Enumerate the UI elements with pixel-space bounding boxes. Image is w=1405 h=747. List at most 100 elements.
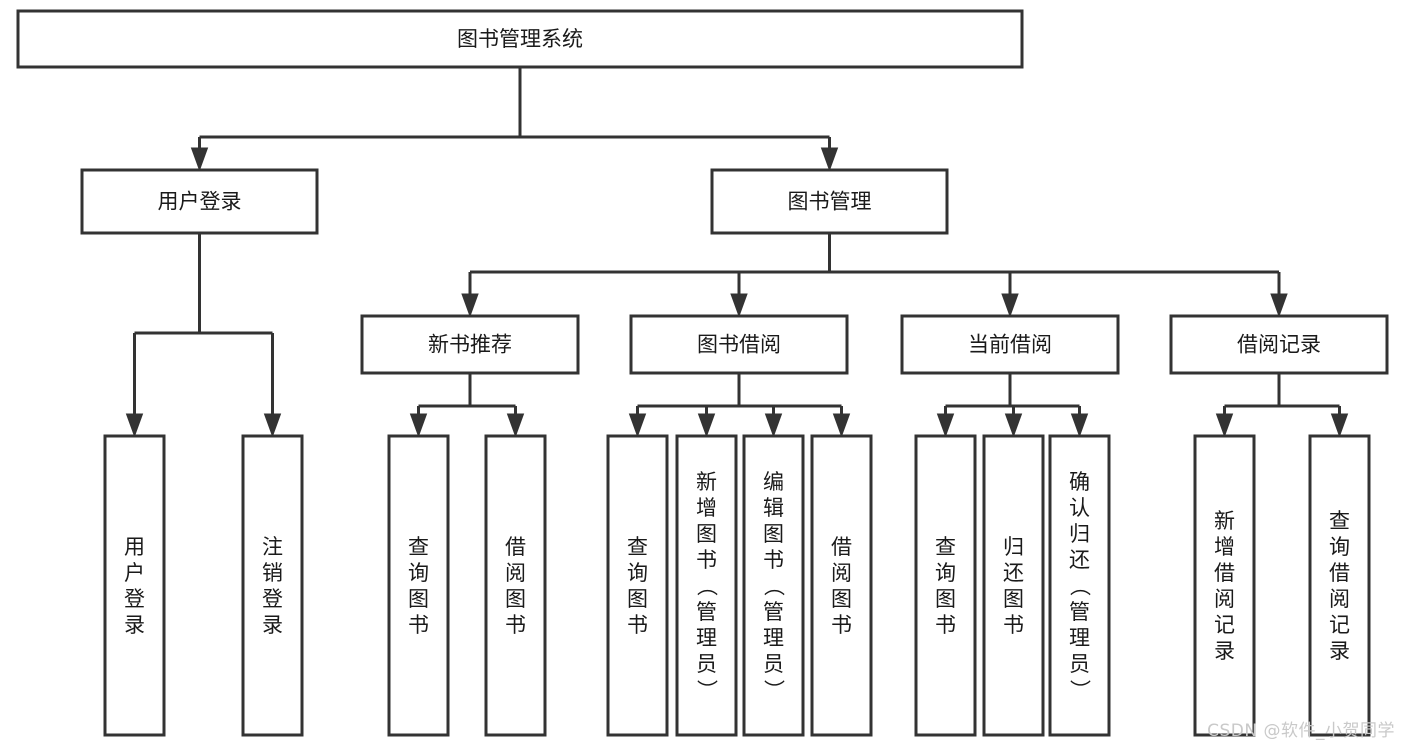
node-label-char: 认 — [1069, 496, 1090, 520]
edge-group-login — [125, 233, 282, 438]
node-label-char: 录 — [1329, 639, 1350, 663]
node-label-char: 户 — [124, 561, 145, 585]
node-label-char: 增 — [1214, 535, 1235, 559]
node-box-leaf-user-login[interactable] — [103, 434, 166, 737]
node-label-borrow: 图书借阅 — [697, 333, 781, 357]
node-box-current[interactable] — [900, 314, 1120, 375]
node-box-root[interactable] — [16, 9, 1024, 69]
node-leaf-borrow-book-2[interactable]: 借阅图书借阅图书 — [810, 434, 873, 737]
node-box-leaf-confirm-return[interactable] — [1048, 434, 1111, 737]
node-box-leaf-return-book[interactable] — [982, 434, 1045, 737]
node-box-login[interactable] — [80, 168, 319, 235]
node-label-char: 图 — [627, 587, 648, 611]
node-box-leaf-edit-book[interactable] — [742, 434, 805, 737]
node-label-current: 当前借阅 — [968, 333, 1052, 357]
node-leaf-borrow-book-1[interactable]: 借阅图书借阅图书 — [484, 434, 547, 737]
node-label-char: 询 — [1329, 535, 1350, 559]
node-label-char: 归 — [1003, 535, 1024, 559]
node-label-char: （ — [1068, 575, 1092, 596]
node-box-records[interactable] — [1169, 314, 1389, 375]
node-label-char: 管 — [1069, 600, 1090, 624]
node-box-leaf-user-logout[interactable] — [241, 434, 304, 737]
node-label-char: 管 — [763, 600, 784, 624]
node-label-char: 增 — [696, 496, 717, 520]
node-label-bookmgmt: 图书管理 — [788, 190, 872, 214]
node-label-char: 书 — [627, 613, 648, 637]
node-leaf-query-book-3[interactable]: 查询图书查询图书 — [914, 434, 977, 737]
node-label-char: 借 — [1329, 561, 1350, 585]
node-box-leaf-borrow-book-1[interactable] — [484, 434, 547, 737]
node-label-char: 查 — [408, 535, 429, 559]
edges-layer — [125, 67, 1349, 438]
node-label-char: 询 — [935, 561, 956, 585]
node-box-leaf-query-book-3[interactable] — [914, 434, 977, 737]
node-borrow[interactable]: 图书借阅 — [629, 314, 849, 375]
node-label-char: 图 — [1003, 587, 1024, 611]
node-label-char: 管 — [696, 600, 717, 624]
node-leaf-query-book-2[interactable]: 查询图书查询图书 — [606, 434, 669, 737]
node-label-char: 员 — [696, 652, 717, 676]
node-label-char: 新 — [696, 470, 717, 494]
node-label-char: 图 — [935, 587, 956, 611]
node-bookmgmt[interactable]: 图书管理 — [710, 168, 949, 235]
node-label-char: ） — [695, 679, 719, 700]
node-box-newbook[interactable] — [360, 314, 580, 375]
node-label-char: 销 — [262, 561, 283, 585]
node-leaf-user-login[interactable]: 用户登录用户登录 — [103, 434, 166, 737]
node-label-char: （ — [695, 575, 719, 596]
node-label-char: 新 — [1214, 509, 1235, 533]
node-label-char: （ — [762, 575, 786, 596]
edge-group-root — [190, 67, 839, 172]
node-label-char: 书 — [1003, 613, 1024, 637]
node-box-leaf-query-record[interactable] — [1308, 434, 1371, 737]
node-leaf-return-book[interactable]: 归还图书归还图书 — [982, 434, 1045, 737]
node-label-char: 归 — [1069, 522, 1090, 546]
node-label-char: 还 — [1003, 561, 1024, 585]
edge-group-newbook — [409, 373, 525, 438]
node-label-char: 查 — [1329, 509, 1350, 533]
node-label-char: 录 — [1214, 639, 1235, 663]
node-label-char: 书 — [763, 548, 784, 572]
node-label-char: 辑 — [763, 496, 784, 520]
node-label-char: 阅 — [1214, 587, 1235, 611]
node-box-leaf-add-book[interactable] — [675, 434, 738, 737]
node-records[interactable]: 借阅记录 — [1169, 314, 1389, 375]
node-leaf-add-record[interactable]: 新增借阅记录新增借阅记录 — [1193, 434, 1256, 737]
node-box-leaf-query-book-1[interactable] — [387, 434, 450, 737]
node-label-char: ） — [1068, 679, 1092, 700]
node-label-char: 录 — [262, 613, 283, 637]
node-current[interactable]: 当前借阅 — [900, 314, 1120, 375]
node-label-char: 记 — [1329, 613, 1350, 637]
node-label-char: 借 — [1214, 561, 1235, 585]
node-label-char: 登 — [262, 587, 283, 611]
node-root[interactable]: 图书管理系统 — [16, 9, 1024, 69]
node-box-borrow[interactable] — [629, 314, 849, 375]
node-leaf-user-logout[interactable]: 注销登录注销登录 — [241, 434, 304, 737]
node-label-char: 书 — [408, 613, 429, 637]
node-label-char: 员 — [763, 652, 784, 676]
node-label-char: 询 — [408, 561, 429, 585]
node-newbook[interactable]: 新书推荐 — [360, 314, 580, 375]
node-label-char: 阅 — [831, 561, 852, 585]
node-label-char: 图 — [696, 522, 717, 546]
node-label-char: ） — [762, 679, 786, 700]
node-label-char: 书 — [935, 613, 956, 637]
node-box-leaf-query-book-2[interactable] — [606, 434, 669, 737]
node-box-bookmgmt[interactable] — [710, 168, 949, 235]
node-label-char: 理 — [696, 626, 717, 650]
edge-group-current — [936, 373, 1089, 438]
node-label-root: 图书管理系统 — [457, 27, 583, 51]
node-box-leaf-add-record[interactable] — [1193, 434, 1256, 737]
node-label-char: 图 — [763, 522, 784, 546]
node-label-char: 查 — [935, 535, 956, 559]
node-label-char: 图 — [505, 587, 526, 611]
node-leaf-query-book-1[interactable]: 查询图书查询图书 — [387, 434, 450, 737]
node-login[interactable]: 用户登录 — [80, 168, 319, 235]
node-box-leaf-borrow-book-2[interactable] — [810, 434, 873, 737]
node-leaf-query-record[interactable]: 查询借阅记录查询借阅记录 — [1308, 434, 1371, 737]
